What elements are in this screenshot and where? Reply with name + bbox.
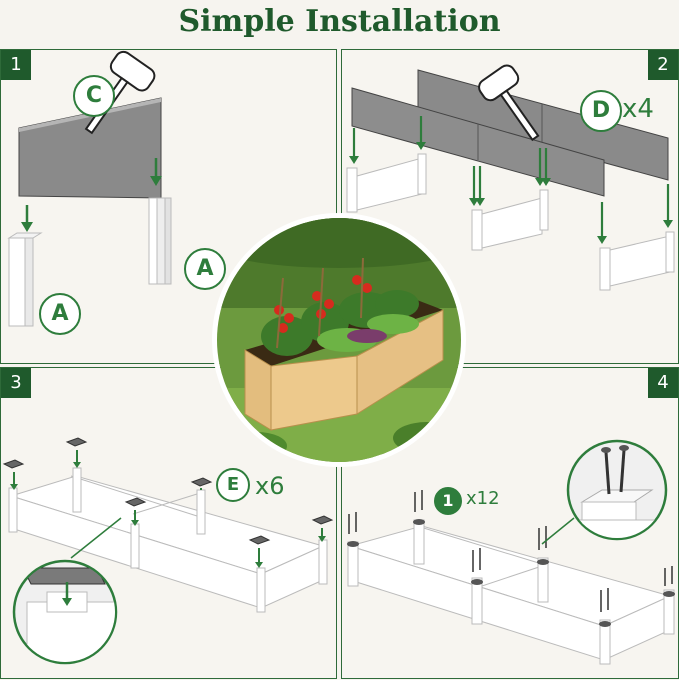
page-title: Simple Installation [178, 4, 501, 39]
step-2-panel: 2 [341, 49, 679, 364]
cap-e [190, 477, 213, 487]
step-1-panel: 1 [0, 49, 337, 364]
step-3-badge: 3 [1, 368, 31, 398]
step-4-illustration [347, 439, 675, 665]
part-label-1: 1 [434, 487, 462, 515]
step-3-illustration [2, 437, 334, 665]
step-1-badge: 1 [1, 50, 31, 80]
part-label-a-left: A [39, 293, 81, 335]
post-left [7, 232, 43, 327]
quantity-e: x6 [255, 472, 285, 500]
cap-e [65, 437, 88, 447]
arrow-down-icon [21, 158, 162, 232]
part-label-a-right: A [184, 248, 226, 290]
cap-e [2, 459, 25, 469]
part-label-d: D [580, 90, 622, 132]
zoom-detail [12, 559, 118, 665]
part-label-e: E [216, 468, 250, 502]
quantity-d: x4 [622, 94, 654, 124]
product-photo [212, 213, 466, 467]
part-label-c: C [73, 75, 115, 117]
cap-e [248, 535, 271, 545]
screw-icon [348, 490, 673, 612]
quantity-1: x12 [466, 488, 500, 509]
step-2-badge: 2 [648, 50, 678, 80]
hammer-icon [478, 64, 540, 142]
step-3-panel: 3 [0, 367, 337, 679]
post-right [148, 197, 172, 285]
step-4-badge: 4 [648, 368, 678, 398]
step-2-illustration [346, 64, 675, 291]
cap-e [124, 497, 147, 507]
zoom-detail [541, 439, 668, 545]
cap-e [311, 515, 334, 525]
